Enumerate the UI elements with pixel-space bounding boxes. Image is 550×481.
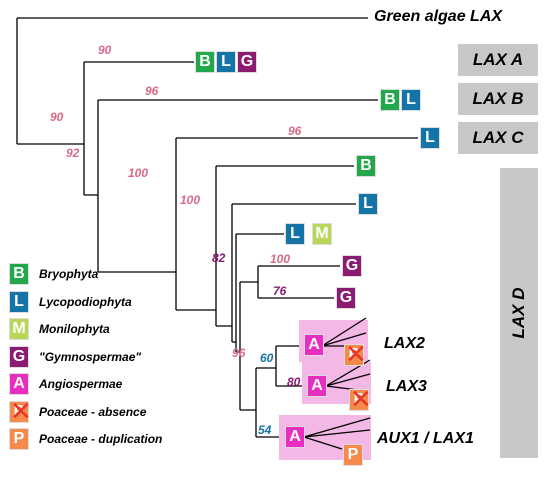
bootstrap-laxa: 90 bbox=[98, 43, 112, 57]
icon-g-laxa: G bbox=[237, 51, 257, 73]
branch-angio bbox=[255, 367, 280, 438]
icon-g-laxd-1: G bbox=[342, 255, 362, 277]
group-lax-a: LAX A bbox=[458, 44, 538, 76]
icon-l-laxd: L bbox=[358, 193, 378, 215]
icon-a-lax3: A bbox=[307, 375, 327, 397]
branch-node-92 bbox=[83, 61, 194, 196]
legend-label: Poaceae - absence bbox=[39, 404, 147, 419]
icon-b-laxa: B bbox=[195, 51, 215, 73]
legend-icon-p: P bbox=[9, 428, 29, 450]
icon-p-lax2: P bbox=[344, 344, 364, 366]
legend-icon-g: G bbox=[9, 345, 29, 368]
icon-p-lax3: P bbox=[349, 389, 369, 411]
bootstrap-node80: 80 bbox=[287, 375, 301, 389]
branch-node-100a bbox=[175, 137, 418, 311]
bootstrap-node54: 54 bbox=[258, 423, 272, 437]
legend-label: "Gymnospermae" bbox=[39, 349, 142, 364]
bootstrap-node92: 92 bbox=[66, 146, 80, 160]
icon-p-aux1: P bbox=[343, 444, 363, 466]
legend-icon-m: M bbox=[9, 318, 29, 340]
bootstrap-laxb: 96 bbox=[145, 84, 159, 98]
branch-node-100b bbox=[215, 165, 354, 327]
branch-node-laxb bbox=[97, 99, 378, 273]
branch-lax2-lax3 bbox=[275, 345, 306, 387]
legend-icon-a: A bbox=[9, 373, 29, 395]
bootstrap-node100b: 100 bbox=[180, 193, 201, 207]
legend-icon-p-crossed: P bbox=[9, 400, 29, 423]
icon-g-laxd-2: G bbox=[336, 287, 356, 309]
icon-l-laxc: L bbox=[420, 127, 440, 149]
branch-node-96 bbox=[239, 281, 258, 411]
icon-l-laxb: L bbox=[401, 89, 421, 111]
bootstrap-node96: 96 bbox=[232, 346, 246, 360]
group-lax-d: LAX D bbox=[500, 168, 538, 458]
group-lax-b: LAX B bbox=[458, 83, 538, 115]
bootstrap-node82: 82 bbox=[212, 251, 226, 265]
icon-l-laxd-lm: L bbox=[285, 223, 305, 245]
icon-b-laxb: B bbox=[380, 89, 400, 111]
group-lax-c: LAX C bbox=[458, 122, 538, 154]
icon-a-lax2: A bbox=[304, 334, 324, 356]
cross-icon-lax3: ✕ bbox=[350, 385, 372, 415]
legend-label: Poaceae - duplication bbox=[39, 432, 163, 446]
legend-icon-b: B bbox=[9, 263, 29, 285]
bootstrap-g1: 100 bbox=[270, 252, 291, 266]
label-aux1-lax1: AUX1 / LAX1 bbox=[377, 430, 474, 447]
legend-icon-l: L bbox=[9, 290, 29, 313]
legend-label: Lycopodiophyta bbox=[39, 294, 132, 309]
branch-root bbox=[16, 17, 368, 145]
icon-l-laxa: L bbox=[216, 51, 236, 73]
cross-icon-lax2: ✕ bbox=[345, 340, 367, 370]
branch-node-82 bbox=[231, 203, 356, 343]
label-green-algae: Green algae LAX bbox=[374, 8, 503, 25]
legend-label: Angiospermae bbox=[39, 377, 123, 391]
bootstrap-laxc: 96 bbox=[288, 124, 302, 138]
branch-node-lm bbox=[235, 233, 284, 353]
bootstrap-g2: 76 bbox=[273, 284, 287, 298]
legend-label: Bryophyta bbox=[39, 267, 99, 281]
icon-m-laxd: M bbox=[312, 223, 332, 245]
label-lax3: LAX3 bbox=[386, 378, 427, 395]
legend-label: Monilophyta bbox=[39, 322, 110, 336]
icon-a-aux1: A bbox=[285, 426, 305, 448]
cross-icon: ✕ bbox=[10, 396, 32, 427]
bootstrap-node60: 60 bbox=[260, 351, 274, 365]
group-lax-d-label: LAX D bbox=[509, 287, 528, 339]
branch-gymno bbox=[257, 265, 340, 299]
label-lax2: LAX2 bbox=[384, 335, 425, 352]
bootstrap-node100a: 100 bbox=[128, 166, 149, 180]
icon-b-laxd: B bbox=[356, 155, 376, 177]
bootstrap-root: 90 bbox=[50, 110, 64, 124]
